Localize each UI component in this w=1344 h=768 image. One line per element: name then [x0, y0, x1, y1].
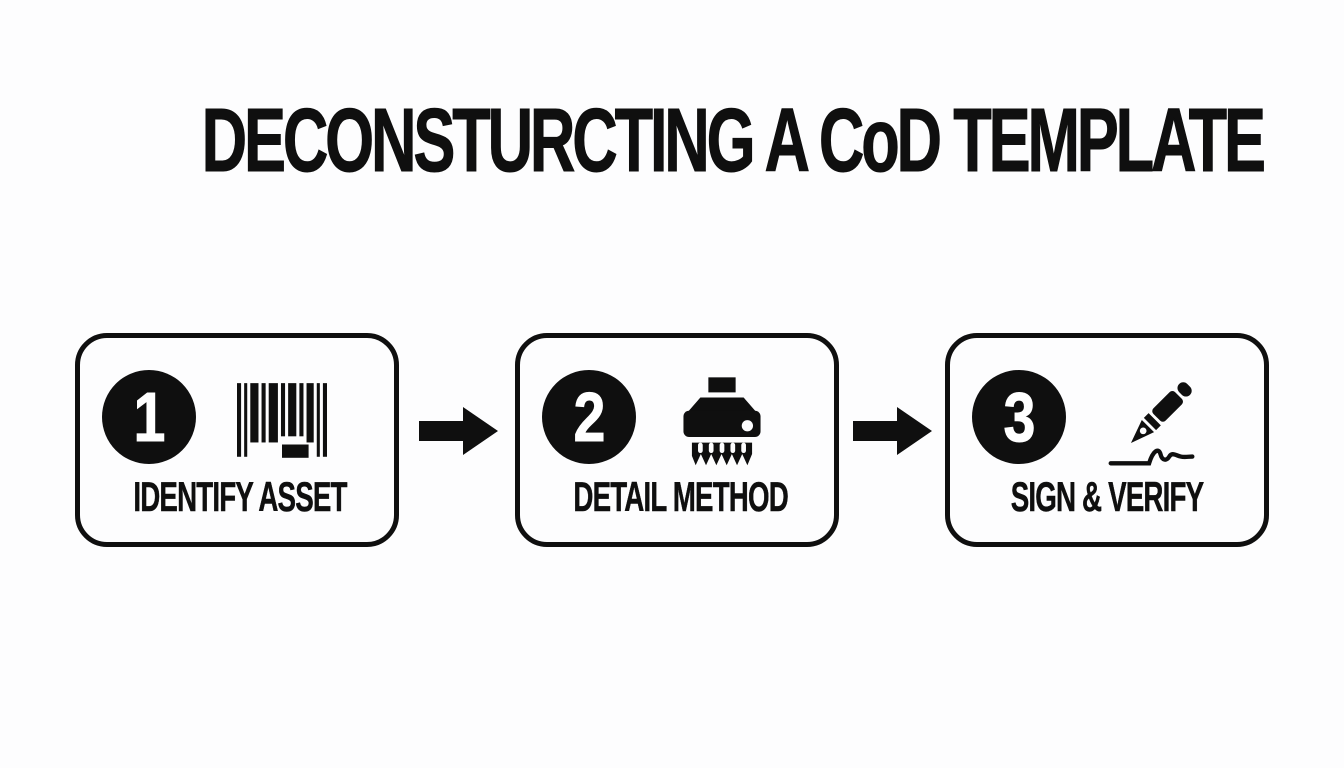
- step-number: 2: [573, 378, 606, 456]
- step-number: 3: [1003, 378, 1036, 456]
- step-box-3: 3 SIGN & VERIFY: [945, 333, 1269, 547]
- page-title: DECONSTURCTING A CoD TEMPLATE: [201, 91, 1266, 191]
- step-box-2: 2 DETAIL METHOD: [515, 333, 839, 547]
- step-number-badge-1: 1: [102, 370, 196, 464]
- step-label: IDENTIFY ASSET: [133, 473, 347, 520]
- step-label: DETAIL METHOD: [573, 473, 789, 520]
- step-box-1: 1 IDENTIFY ASSET: [75, 333, 399, 547]
- step-label: SIGN & VERIFY: [1010, 473, 1205, 520]
- pen-signature-icon: [1102, 374, 1202, 470]
- arrow-right-icon: [418, 405, 500, 457]
- shredder-icon: [672, 373, 772, 470]
- step-number-badge-3: 3: [972, 370, 1066, 464]
- arrow-right-icon: [852, 405, 934, 457]
- step-number-badge-2: 2: [542, 370, 636, 464]
- step-number: 1: [133, 378, 166, 456]
- barcode-icon: [232, 374, 332, 470]
